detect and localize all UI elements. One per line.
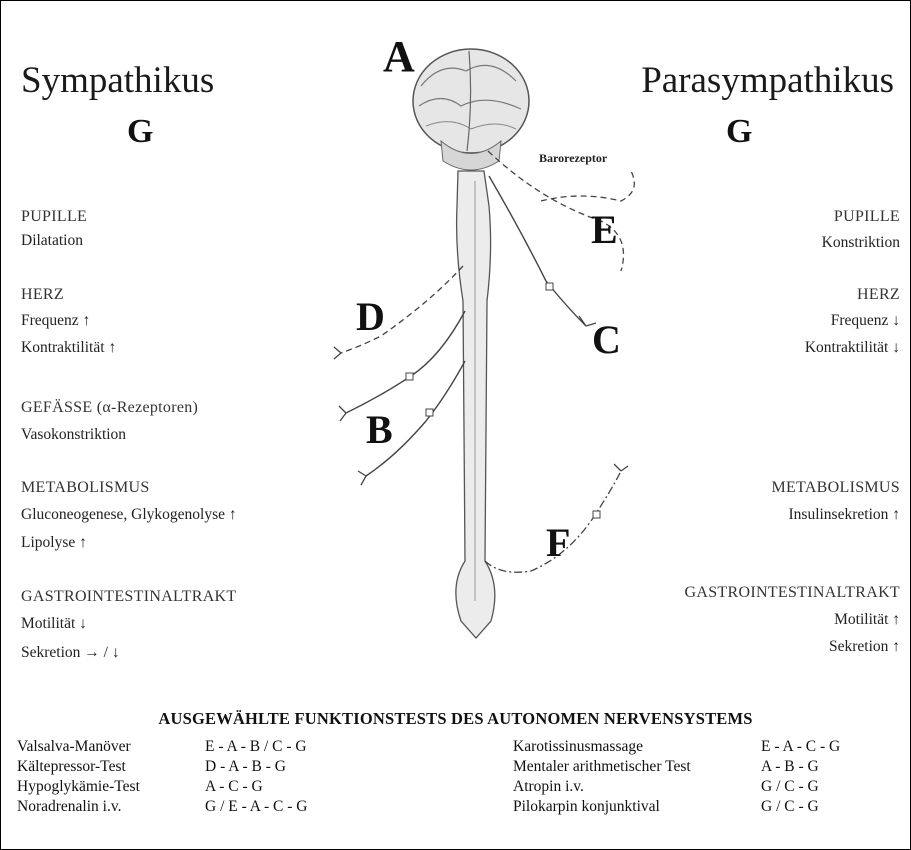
test-name: Noradrenalin i.v. [17,798,121,816]
label-f: F [546,519,570,566]
para-effect: Insulinsekretion ↑ [789,506,901,524]
nerve-c [489,176,586,326]
symp-effect: Lipolyse ↑ [21,534,87,552]
test-name: Karotissinusmassage [513,738,643,756]
para-organ-herz: HERZ [857,286,900,304]
test-sequence: E - A - C - G [761,738,840,756]
test-sequence: G / E - A - C - G [205,798,307,816]
symp-effect: Sekretion → / ↓ [21,644,120,662]
test-name: Hypoglykämie-Test [17,778,140,796]
symp-effect: Motilität ↓ [21,615,87,633]
symp-organ-gefaesse: GEFÄSSE (α-Rezeptoren) [21,399,198,417]
test-sequence: E - A - B / C - G [205,738,307,756]
label-c: C [592,316,621,363]
sympathikus-title: Sympathikus [21,59,214,102]
brain-illustration [413,49,529,170]
para-organ-pupille: PUPILLE [834,208,900,226]
baroreceptor-label: Barorezeptor [539,151,607,166]
symp-effect: Kontraktilität ↑ [21,339,116,357]
test-name: Mentaler arithmetischer Test [513,758,691,776]
test-name: Kältepressor-Test [17,758,126,776]
symp-effect: Gluconeogenese, Glykogenolyse ↑ [21,506,237,524]
symp-organ-pupille: PUPILLE [21,208,87,226]
test-sequence: A - C - G [205,778,263,796]
symp-effect: Frequenz ↑ [21,312,90,330]
symp-organ-gastro: GASTROINTESTINALTRAKT [21,588,236,606]
symp-organ-herz: HERZ [21,286,64,304]
test-sequence: G / C - G [761,778,819,796]
symp-effect: Vasokonstriktion [21,426,126,444]
label-g-left: G [127,113,153,151]
symp-effect: Dilatation [21,232,83,250]
parasympathikus-title: Parasympathikus [641,59,894,102]
para-effect: Motilität ↑ [834,611,900,629]
para-effect: Konstriktion [822,234,900,252]
symp-organ-metabolismus: METABOLISMUS [21,479,150,497]
para-effect: Frequenz ↓ [831,312,900,330]
para-effect: Sekretion ↑ [829,638,900,656]
label-a: A [383,31,415,82]
para-organ-metabolismus: METABOLISMUS [771,479,900,497]
test-name: Valsalva-Manöver [17,738,131,756]
label-e: E [591,206,618,253]
tests-title: AUSGEWÄHLTE FUNKTIONSTESTS DES AUTONOMEN… [1,709,910,729]
test-sequence: G / C - G [761,798,819,816]
para-organ-gastro: GASTROINTESTINALTRAKT [685,584,900,602]
label-d: D [356,293,385,340]
test-name: Pilokarpin konjunktival [513,798,660,816]
test-sequence: D - A - B - G [205,758,286,776]
label-b: B [366,406,393,453]
para-effect: Kontraktilität ↓ [805,339,900,357]
label-g-right: G [726,113,752,151]
test-sequence: A - B - G [761,758,819,776]
test-name: Atropin i.v. [513,778,584,796]
